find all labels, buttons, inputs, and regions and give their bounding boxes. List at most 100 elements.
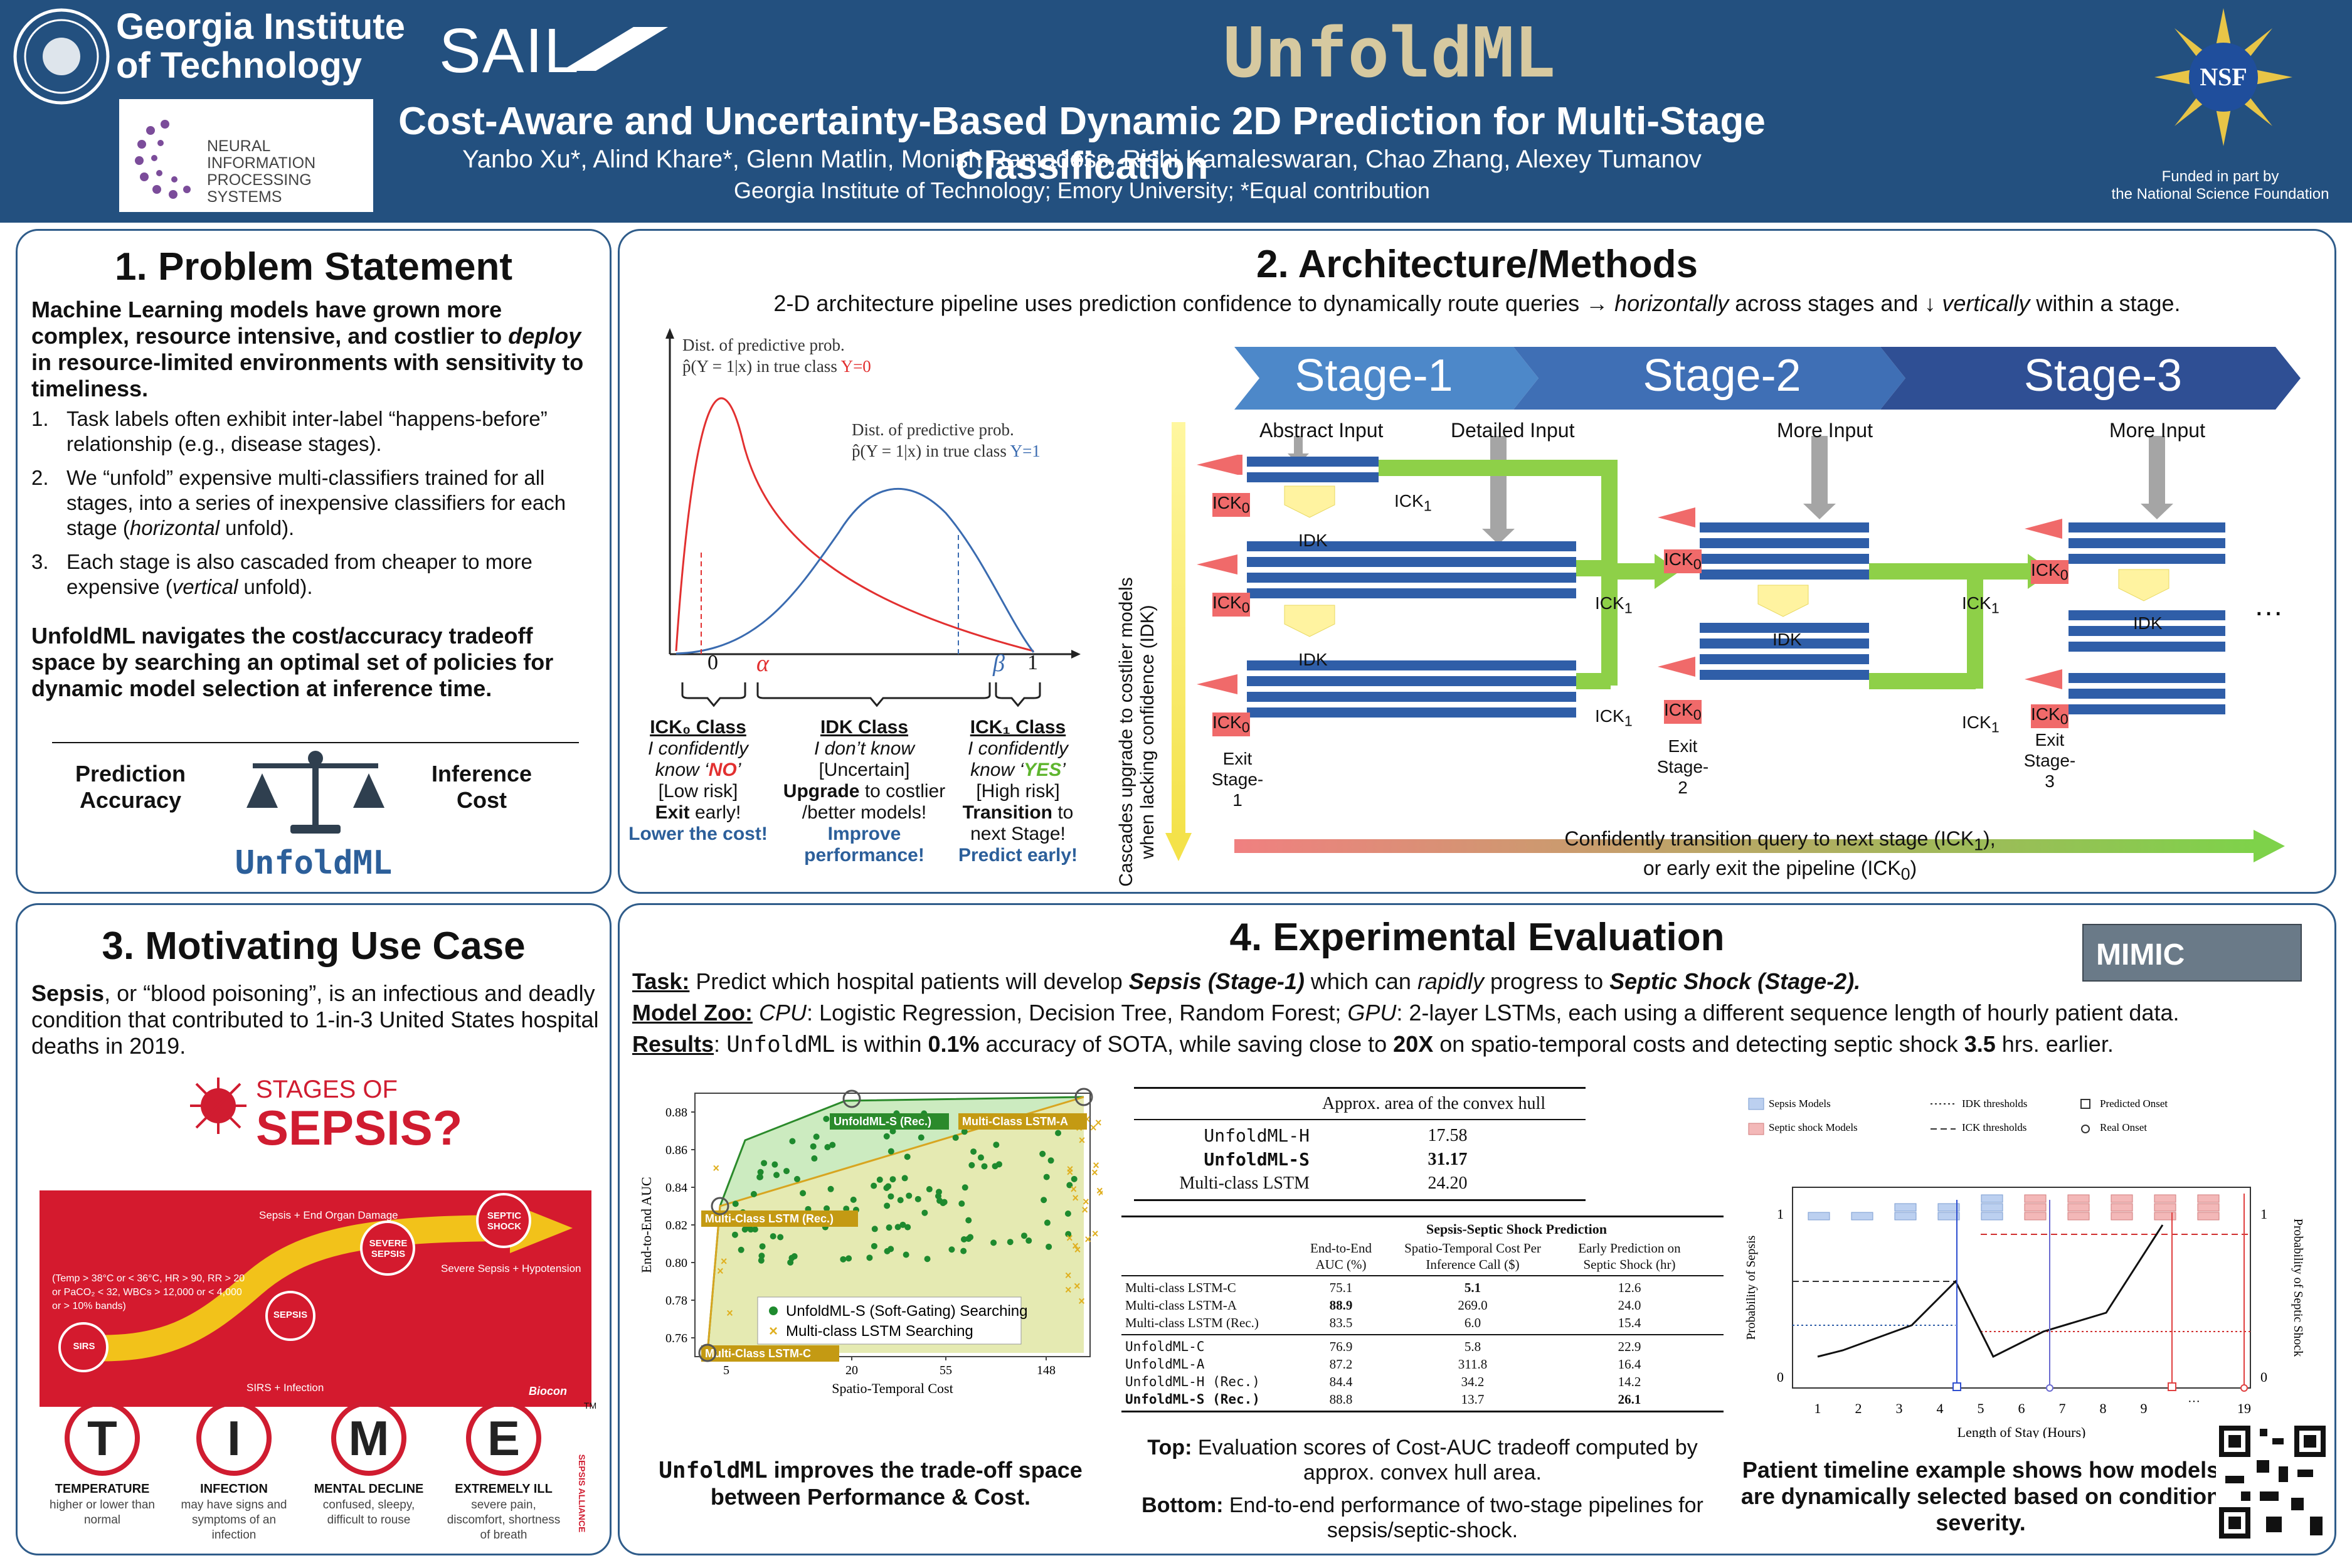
class-l2a: know ‘ [655,760,709,780]
annotation-box [958,1113,1087,1130]
row-value: 22.9 [1618,1339,1641,1354]
caption-bot-b: Bottom: [1142,1493,1224,1517]
row-value: 88.9 [1329,1298,1353,1313]
poster-title: UnfoldML [1223,13,1555,93]
ick-text: ICK [1962,712,1991,732]
sepsis-model-box [1894,1212,1917,1221]
zoo-c: : 2-layer LSTMs, each using a different … [1396,1000,2180,1025]
scatter-point [829,1142,836,1148]
ick-sub: 0 [1241,719,1250,736]
time-letter-circle: E [466,1401,541,1476]
class-l1: I confidently [647,738,749,759]
scatter-point [904,1153,911,1160]
scatter-point [761,1160,768,1167]
x-tick-label: 9 [2141,1401,2148,1416]
class-l4a: Exit [655,802,690,823]
caption-bot: End-to-end performance of two-stage pipe… [1223,1493,1703,1542]
scatter-x-mark: × [721,1255,728,1268]
row-name: UnfoldML-C [1125,1339,1205,1354]
zoo-label: Model Zoo: [632,1000,753,1025]
ick0-label: ICK0 [1664,700,1702,724]
scatter-point [756,1173,763,1180]
time-letter-circle: M [331,1401,406,1476]
sail-wing-icon [561,27,668,71]
inference-cost-label: Inference Cost [431,761,532,813]
y-tick-label: 0.78 [665,1294,687,1308]
class-l4a: Transition [962,802,1052,823]
idk-label: IDK [1298,650,1328,669]
ick-sub: 1 [1423,497,1432,514]
scatter-point [750,1190,757,1197]
highlight-ring [842,1089,861,1108]
ick1-label: ICK1 [1394,491,1432,515]
row-value: 24.20 [1428,1173,1468,1193]
ick-sub: 0 [1241,599,1250,616]
scatter-point [904,1224,911,1231]
problem-lead: Machine Learning models have grown more … [31,297,602,402]
real-onset-marker [2240,1384,2248,1392]
scatter-point [901,1175,908,1182]
idk-class-desc: IDK Class I don’t know [Uncertain] Upgra… [773,717,955,866]
scatter-point [1041,1197,1047,1204]
class-l4b: to [1052,802,1074,823]
ick-text: ICK [1212,712,1242,732]
row-name: UnfoldML-H (Rec.) [1125,1374,1260,1389]
sepsis-model-box [1981,1203,2003,1212]
scatter-point [758,1257,765,1264]
scatter-point [732,1200,739,1207]
sepsis-model-box [1937,1212,1960,1221]
shock-model-box [2154,1203,2176,1212]
sepsis-lead: Sepsis, or “blood poisoning”, is an infe… [31,980,602,1059]
time-desc: higher or lower than normal [50,1498,155,1527]
exit-stage: Stage-2 [1656,757,1709,797]
scatter-point [747,1226,754,1233]
side-word: SEPSIS ALLIANCE [577,1454,587,1533]
row-value: 311.8 [1458,1357,1488,1372]
zoo-b: : Logistic Regression, Decision Tree, Ra… [806,1000,1348,1025]
class-head: ICK₁ Class [970,717,1066,738]
sepsis-stages-graphic: SIRS SEPSIS SEVERE SEPSIS SEPTIC SHOCK S… [40,1190,591,1407]
section-title: 1. Problem Statement [115,245,512,289]
scatter-point [1065,1231,1072,1237]
scatter-point [887,1148,894,1155]
scatter-x-mark: × [1066,1232,1073,1244]
shock-model-box [2197,1203,2220,1212]
time-letter-circle: I [196,1401,272,1476]
sepsis-question-title: SEPSIS? [256,1100,463,1155]
class-l4b: early! [689,802,741,823]
class-l1: I confidently [967,738,1069,759]
ick0-label: ICK0 [1212,593,1250,617]
res-bold3: 3.5 [1964,1031,1996,1057]
scatter-point [884,1248,891,1254]
legend-sepsis-swatch [1748,1098,1764,1110]
prediction-accuracy-label: Prediction Accuracy [75,761,186,813]
sail-logo: SAIL [439,16,580,86]
scatter-point [967,1234,974,1241]
dist-y1-line2: p̂(Y = 1|x) in true class [852,442,1010,460]
legend-label: Sepsis Models [1769,1098,1831,1110]
time-desc: may have signs and symptoms of an infect… [181,1498,287,1542]
scatter-x-mark: × [1074,1243,1081,1256]
scatter-point [813,1133,820,1140]
time-desc: confused, sleepy, difficult to rouse [322,1498,415,1527]
y-left-tick: 1 [1777,1206,1784,1222]
legend-label: UnfoldML-S (Soft-Gating) Searching [786,1303,1028,1320]
dist-y0-label: Dist. of predictive prob.p̂(Y = 1|x) in … [682,334,871,377]
poster-authors: Yanbo Xu*, Alind Khare*, Glenn Matlin, M… [462,146,1702,173]
task-em1: Sepsis (Stage-1) [1128,968,1305,994]
scatter-point [889,1176,896,1183]
table-caption: Top: Evaluation scores of Cost-AUC trade… [1115,1435,1730,1543]
ick-text: ICK [1394,491,1424,511]
axis-alpha: α [756,650,769,677]
caption-a: improves the trade-off space [767,1457,1083,1483]
ick-sub: 1 [1624,600,1633,617]
nsf-text: NSF [2200,63,2247,91]
ick0-label: ICK0 [1212,712,1250,736]
item-text-b: unfold). [219,516,295,539]
nsf-funding-note: Funded in part by the National Science F… [2095,168,2346,203]
timeline-caption: Patient timeline example shows how model… [1740,1457,2221,1535]
sepsis-model-box [1937,1203,1960,1212]
